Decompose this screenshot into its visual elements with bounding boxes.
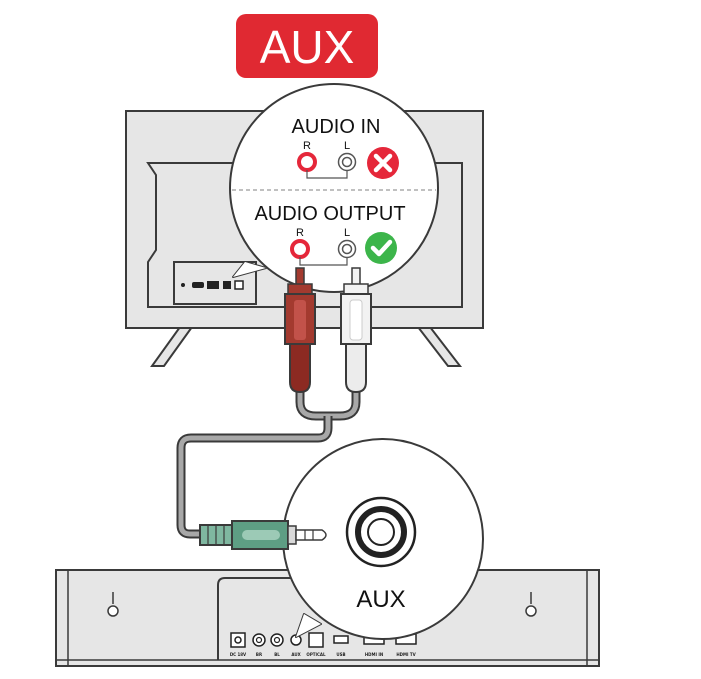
badge-text: AUX [260, 21, 355, 73]
aux-badge: AUX [236, 14, 378, 78]
port-label-aux: AUX [291, 652, 300, 657]
audio-output-red-jack [290, 239, 310, 259]
tv-audio-callout: AUDIO IN R L AUDIO OUTPUT R L [229, 83, 439, 293]
red-rca-plug [284, 267, 316, 394]
audio-in-l-label: L [344, 140, 350, 152]
aux-plug [199, 520, 327, 550]
port-label-optical: OPTICAL [306, 652, 326, 657]
aux-jack-hole [367, 518, 395, 546]
audio-output-title: AUDIO OUTPUT [254, 203, 405, 225]
port-label-usb: USB [336, 652, 345, 657]
soundbar-port-labels: DC 18V BR BL AUX OPTICAL USB HDMI IN HDMI TV [230, 652, 417, 657]
port-label-hdmi-tv: HDMI TV [396, 652, 416, 657]
x-circle-icon [367, 147, 399, 179]
port-label-hdmi-in: HDMI IN [365, 652, 383, 657]
aux-port-callout: AUX [282, 438, 484, 640]
aux-cable [178, 416, 331, 537]
audio-in-red-jack [297, 152, 317, 172]
port-label-bl: BL [274, 652, 280, 657]
check-circle-icon [365, 232, 397, 264]
port-optical [308, 632, 324, 648]
audio-in-r-label: R [303, 140, 311, 152]
tv-stand-left [150, 326, 194, 367]
tv-stand-right [415, 326, 463, 367]
aux-port-label: AUX [356, 586, 405, 613]
port-label-br: BR [256, 652, 262, 657]
port-label-dc: DC 18V [230, 652, 247, 657]
white-rca-plug [340, 267, 372, 394]
port-usb [333, 635, 349, 644]
audio-output-r-label: R [296, 227, 304, 239]
audio-output-l-label: L [344, 227, 350, 239]
audio-in-title: AUDIO IN [292, 116, 381, 138]
